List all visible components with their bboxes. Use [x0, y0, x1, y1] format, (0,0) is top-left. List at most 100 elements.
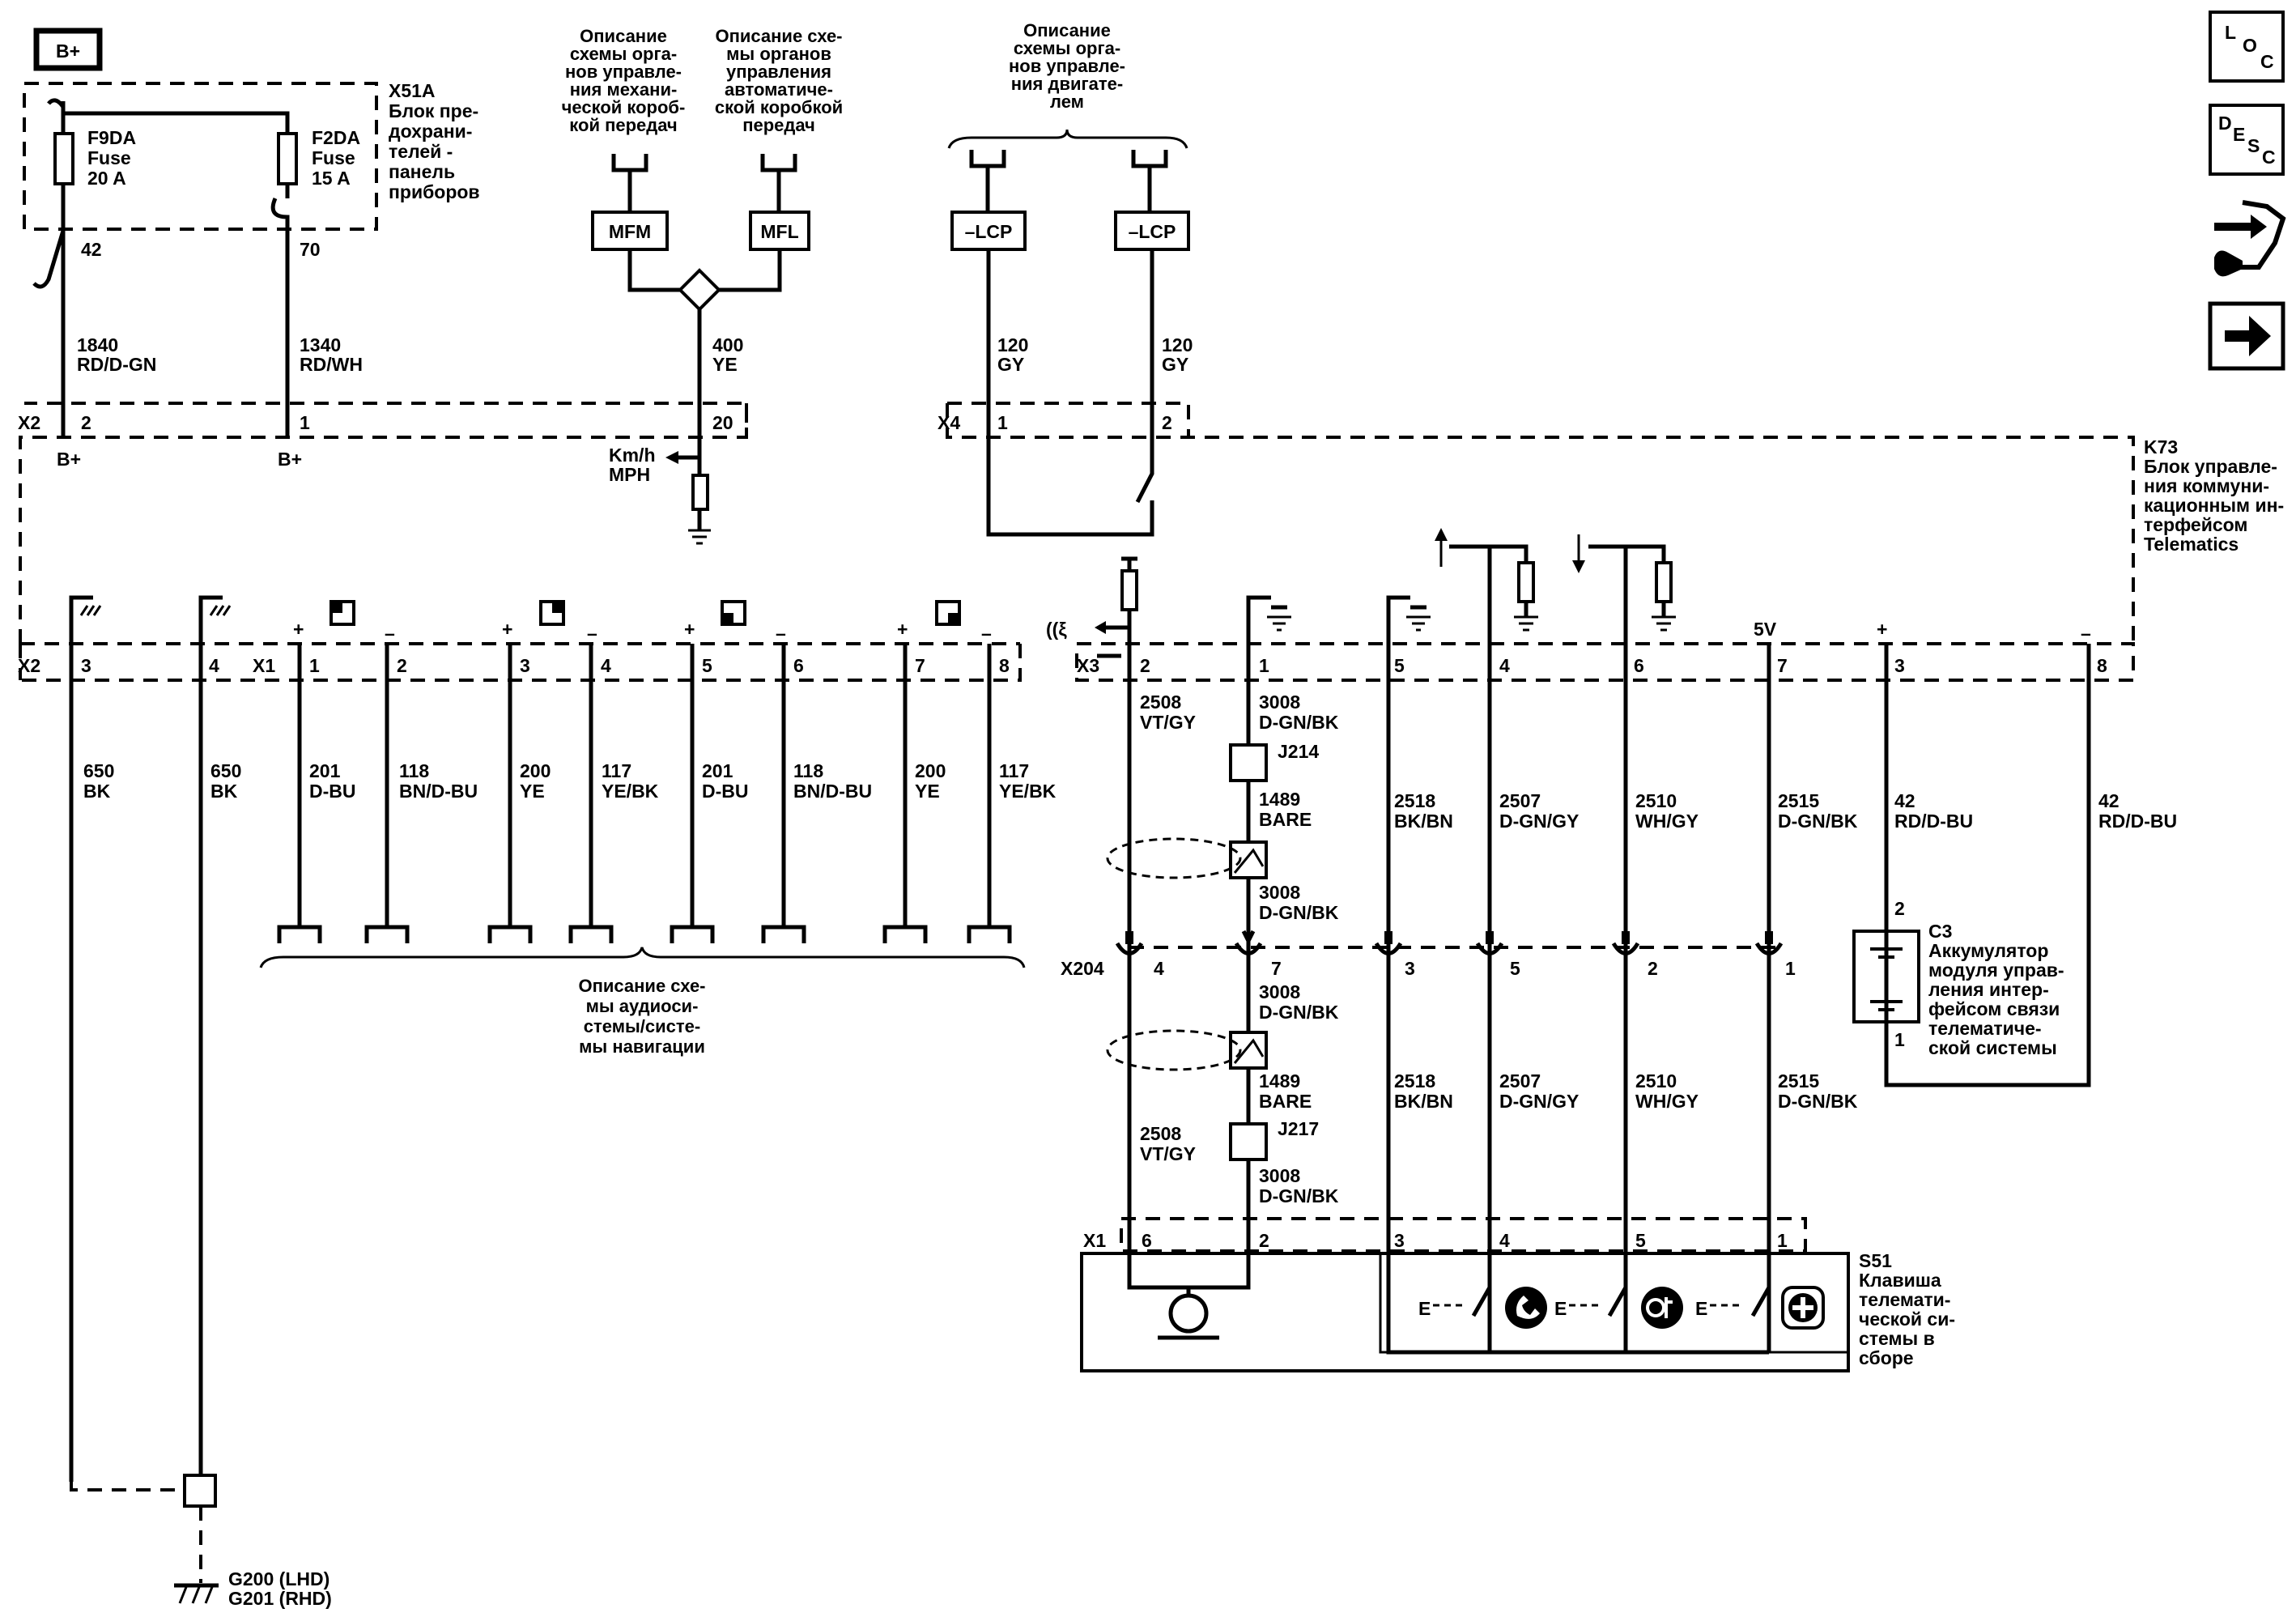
svg-text:YE: YE	[520, 781, 545, 802]
svg-text:201: 201	[309, 760, 341, 781]
w3008-circuit-bottom: 3008	[1259, 1165, 1300, 1186]
s51-title: S51 Клавиша телемати- ческой си- стемы в…	[1859, 1250, 1955, 1368]
w2518-color-low: BK/BN	[1394, 1091, 1453, 1112]
audio-markers: + – + – + – + –	[293, 619, 992, 644]
mic-resistor	[1120, 569, 1138, 611]
x204-pin-2: 2	[1648, 958, 1658, 979]
svg-text:ческой си-: ческой си-	[1859, 1308, 1955, 1330]
svg-text:Описание схе-: Описание схе-	[578, 976, 705, 996]
svg-text:BN/D-BU: BN/D-BU	[793, 781, 872, 802]
w2508-circuit-low: 2508	[1140, 1123, 1181, 1144]
svg-text:Блок управле-: Блок управле-	[2144, 456, 2277, 477]
x2-pin-3: 3	[81, 655, 91, 676]
svg-text:мы аудиоси-: мы аудиоси-	[586, 996, 699, 1016]
connector-x2-bottom: X2	[18, 655, 40, 676]
fuse-f9da-color: RD/D-GN	[77, 354, 156, 375]
fuse-f9da-pin: 42	[81, 239, 102, 260]
svg-text:Описание схе-: Описание схе-	[715, 26, 842, 46]
mic-symbol: ((ξ	[1046, 619, 1067, 640]
fuse-block-title: Блок пре- дохрани- телей - панель прибор…	[389, 100, 480, 202]
loc-icon[interactable]: L O C	[2209, 11, 2285, 83]
mfl-label: MFL	[760, 221, 798, 242]
w42-color-left: RD/D-BU	[1894, 811, 1973, 832]
svg-text:L: L	[2225, 22, 2236, 43]
x204-pin-1: 1	[1785, 958, 1796, 979]
w2515-color-low: D-GN/BK	[1778, 1091, 1858, 1112]
w3008-color-top: D-GN/BK	[1259, 712, 1339, 733]
svg-text:+: +	[684, 619, 695, 640]
svg-text:ской системы: ской системы	[1928, 1037, 2057, 1058]
svg-text:G200 (LHD): G200 (LHD)	[228, 1568, 330, 1589]
w42-circuit-right: 42	[2098, 790, 2120, 811]
svg-text:3: 3	[520, 655, 530, 676]
svg-text:D: D	[2218, 113, 2232, 134]
mfm-label: MFM	[609, 221, 651, 242]
bat-minus-marker: –	[2081, 623, 2091, 644]
x3-pin-labels: 2 1 5 4 6 7 3 8	[1140, 655, 2107, 676]
fuse-f9da-rating: 20 A	[87, 168, 126, 189]
ground-label: G200 (LHD) G201 (RHD)	[228, 1568, 332, 1609]
connector-x1: X1	[253, 655, 275, 676]
lcp1-color: GY	[997, 354, 1024, 375]
manual-trans-ref: Описание схемы орга- нов управле- ния ме…	[562, 26, 686, 135]
splice-j217-label: J217	[1278, 1118, 1319, 1139]
w2507-color-top: D-GN/GY	[1499, 811, 1579, 832]
svg-text:стемы в: стемы в	[1859, 1328, 1935, 1349]
svg-text:терфейсом: терфейсом	[2144, 514, 2247, 535]
svg-text:O: O	[2243, 35, 2257, 56]
speed-circuit-number: 400	[712, 334, 743, 355]
x4-pin-2: 2	[1162, 412, 1172, 433]
desc-icon[interactable]: D E S C	[2209, 104, 2285, 176]
fuse-f2da-pin: 70	[300, 239, 321, 260]
svg-text:–: –	[385, 623, 395, 644]
svg-text:201: 201	[702, 760, 733, 781]
svg-text:нов управле-: нов управле-	[1009, 56, 1125, 76]
five-v-label: 5V	[1754, 619, 1777, 640]
splice-j214	[1229, 743, 1268, 782]
svg-text:118: 118	[399, 760, 429, 781]
microphone-icon	[1168, 1293, 1209, 1334]
w2508-color-low: VT/GY	[1140, 1143, 1196, 1164]
shield-ellipse-top	[1106, 837, 1242, 879]
ground-splice	[183, 1474, 217, 1508]
x4-pin-1: 1	[997, 412, 1008, 433]
next-arrow-icon[interactable]	[2208, 301, 2285, 371]
x2-pin-1: 1	[300, 412, 310, 433]
bplus-internal-2: B+	[278, 449, 302, 470]
audio-wires	[277, 644, 1012, 943]
fuse-f2da-color: RD/WH	[300, 354, 363, 375]
svg-text:5: 5	[702, 655, 712, 676]
battery-title: C3 Аккумулятор модуля управ- ления интер…	[1928, 921, 2064, 1058]
svg-text:модуля управ-: модуля управ-	[1928, 960, 2064, 981]
fuse-f2da-rating: 15 A	[312, 168, 351, 189]
engine-ref: Описание схемы орга- нов управле- ния дв…	[1009, 20, 1125, 112]
lcp1-label: –LCP	[965, 221, 1013, 242]
bare-color-top: BARE	[1259, 809, 1312, 830]
connector-x204: X204	[1061, 958, 1104, 979]
svg-text:S51: S51	[1859, 1250, 1892, 1271]
s51-pin-5: 5	[1635, 1230, 1646, 1251]
svg-text:–: –	[776, 623, 786, 644]
lcp2-label: –LCP	[1129, 221, 1176, 242]
svg-text:D-BU: D-BU	[309, 781, 356, 802]
speed-resistor	[691, 474, 709, 511]
svg-text:G201 (RHD): G201 (RHD)	[228, 1588, 332, 1609]
svg-text:ской коробкой: ской коробкой	[715, 97, 843, 117]
bplus-box	[33, 28, 103, 71]
svg-text:дохрани-: дохрани-	[389, 121, 472, 142]
ground-wire-1-color: BK	[83, 781, 111, 802]
svg-text:4: 4	[1499, 655, 1510, 676]
w2510-circuit-low: 2510	[1635, 1070, 1677, 1091]
fuse-block-id: X51A	[389, 80, 436, 101]
svg-text:YE: YE	[915, 781, 940, 802]
svg-text:1: 1	[309, 655, 320, 676]
w2515-circuit-low: 2515	[1778, 1070, 1819, 1091]
battery-pin-top: 2	[1894, 898, 1905, 919]
connector-view-icon[interactable]	[2214, 200, 2286, 277]
fuse-block-outline	[23, 82, 378, 231]
w2507-color-low: D-GN/GY	[1499, 1091, 1579, 1112]
svg-text:C3: C3	[1928, 921, 1952, 942]
bplus-internal-1: B+	[57, 449, 81, 470]
svg-text:телей -: телей -	[389, 141, 453, 162]
s51-inner	[1379, 1252, 1850, 1354]
